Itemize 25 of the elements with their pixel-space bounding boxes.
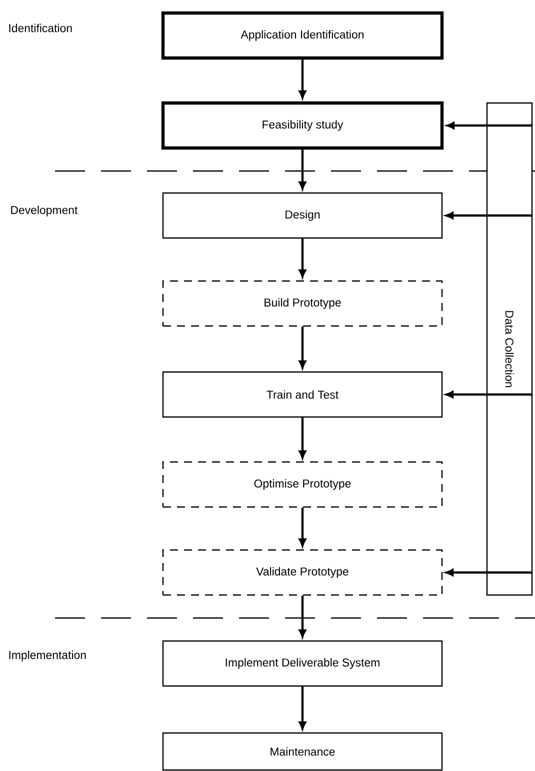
arrow (298, 418, 306, 458)
process-box: Implement Deliverable System (162, 640, 443, 687)
phase-label: Identification (9, 24, 72, 32)
process-box: Validate Prototype (162, 549, 443, 596)
phase-label: Development (11, 206, 78, 216)
phase-label: Implementation (9, 650, 86, 662)
process-box: Design (162, 192, 443, 239)
vertical-bar: Data Collection (486, 102, 533, 596)
process-box: Optimise Prototype (162, 461, 443, 508)
arrow (298, 326, 306, 368)
process-box: Train and Test (162, 371, 443, 418)
arrow (446, 568, 533, 576)
process-box: Build Prototype (162, 280, 443, 327)
process-box: Maintenance (162, 732, 443, 771)
arrow (298, 508, 306, 546)
arrow (446, 390, 533, 398)
arrow (298, 238, 306, 278)
process-box: Feasibility study (161, 101, 444, 150)
arrow (298, 60, 306, 98)
arrow (446, 212, 533, 220)
arrow (298, 686, 306, 730)
arrow (298, 150, 306, 190)
arrow (298, 596, 306, 638)
arrow (446, 122, 533, 130)
process-box: Application Identification (161, 11, 444, 60)
